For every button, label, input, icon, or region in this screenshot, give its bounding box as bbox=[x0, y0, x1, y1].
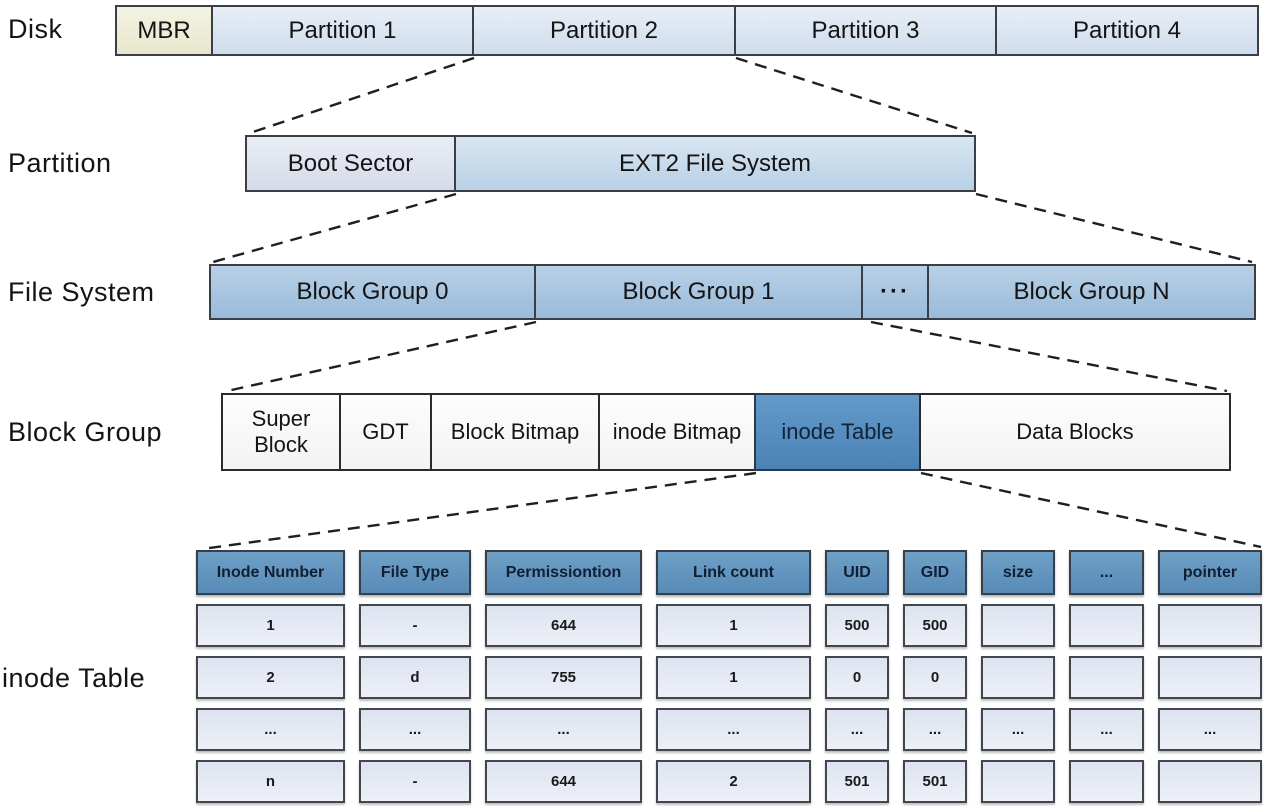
inode-table-cell bbox=[981, 760, 1055, 803]
dashed-line bbox=[249, 56, 475, 135]
inode-table-cell: 2 bbox=[196, 656, 345, 699]
inode-table-cell: 1 bbox=[656, 604, 811, 647]
inode-table-cell bbox=[1069, 760, 1144, 803]
inode-table-cell: 2 bbox=[656, 760, 811, 803]
inode-table-cell: 501 bbox=[825, 760, 889, 803]
inode-table-cell: 755 bbox=[485, 656, 642, 699]
dashed-line bbox=[735, 56, 973, 135]
inode-column-header: pointer bbox=[1158, 550, 1262, 595]
inode-table-cell: 501 bbox=[903, 760, 967, 803]
cell-block-group-0: Block Group 0 bbox=[209, 264, 536, 320]
inode-table-cell: 0 bbox=[825, 656, 889, 699]
inode-table-cell: ... bbox=[825, 708, 889, 751]
cell-partition-4: Partition 4 bbox=[995, 5, 1259, 56]
inode-table-cell: ... bbox=[656, 708, 811, 751]
inode-table-cell: ... bbox=[981, 708, 1055, 751]
dashed-line bbox=[920, 471, 1262, 549]
dashed-line bbox=[975, 192, 1253, 264]
cell-inode-table: inode Table bbox=[754, 393, 921, 471]
file-system-row-label: File System bbox=[8, 277, 155, 307]
dashed-line bbox=[870, 320, 1228, 393]
inode-table-cell: ... bbox=[1158, 708, 1262, 751]
inode-column-header: Inode Number bbox=[196, 550, 345, 595]
cell-block-group-dots: ··· bbox=[861, 264, 929, 320]
inode-table-cell bbox=[1069, 656, 1144, 699]
cell-inode-bitmap: inode Bitmap bbox=[598, 393, 756, 471]
inode-table-cell bbox=[1158, 760, 1262, 803]
block-group-row-label: Block Group bbox=[8, 417, 163, 447]
inode-table-cell: 644 bbox=[485, 760, 642, 803]
inode-table-cell bbox=[1158, 604, 1262, 647]
cell-partition-3: Partition 3 bbox=[734, 5, 997, 56]
partition-row-label: Partition bbox=[8, 148, 112, 178]
inode-column-header: UID bbox=[825, 550, 889, 595]
inode-table-cell: n bbox=[196, 760, 345, 803]
cell-data-blocks: Data Blocks bbox=[919, 393, 1231, 471]
inode-table-cell bbox=[1158, 656, 1262, 699]
cell-ext2-file-system: EXT2 File System bbox=[454, 135, 976, 192]
cell-boot-sector: Boot Sector bbox=[245, 135, 456, 192]
inode-table-cell: ... bbox=[359, 708, 471, 751]
cell-partition-1: Partition 1 bbox=[211, 5, 474, 56]
cell-super-block: Super Block bbox=[221, 393, 341, 471]
cell-partition-2: Partition 2 bbox=[472, 5, 736, 56]
inode-table-cell: 644 bbox=[485, 604, 642, 647]
inode-table-cell: - bbox=[359, 604, 471, 647]
inode-table-cell bbox=[981, 656, 1055, 699]
inode-column-header: Permissiontion bbox=[485, 550, 642, 595]
block-group-band: Super Block GDT Block Bitmap inode Bitma… bbox=[221, 393, 1231, 471]
inode-table-cell: ... bbox=[903, 708, 967, 751]
cell-gdt: GDT bbox=[339, 393, 432, 471]
inode-column-header: GID bbox=[903, 550, 967, 595]
disk-row-label: Disk bbox=[8, 14, 63, 44]
inode-table-cell: - bbox=[359, 760, 471, 803]
cell-block-group-n: Block Group N bbox=[927, 264, 1256, 320]
file-system-band: Block Group 0 Block Group 1 ··· Block Gr… bbox=[209, 264, 1256, 320]
inode-column-header: Link count bbox=[656, 550, 811, 595]
inode-column-header: ... bbox=[1069, 550, 1144, 595]
inode-table-cell: 1 bbox=[656, 656, 811, 699]
dashed-line bbox=[212, 192, 457, 264]
inode-table-cell bbox=[1069, 604, 1144, 647]
inode-table-cell: 1 bbox=[196, 604, 345, 647]
cell-block-bitmap: Block Bitmap bbox=[430, 393, 600, 471]
dashed-line bbox=[226, 320, 537, 393]
inode-table-cell: 0 bbox=[903, 656, 967, 699]
inode-column-header: File Type bbox=[359, 550, 471, 595]
inode-table-cell: d bbox=[359, 656, 471, 699]
inode-grid: Inode Number File Type Permissiontion Link … bbox=[196, 550, 1262, 803]
inode-table-cell: ... bbox=[1069, 708, 1144, 751]
disk-band: MBR Partition 1 Partition 2 Partition 3 … bbox=[115, 5, 1259, 56]
inode-column-header: size bbox=[981, 550, 1055, 595]
partition-band: Boot Sector EXT2 File System bbox=[245, 135, 976, 192]
dashed-line bbox=[201, 471, 757, 551]
inode-table-row-label: inode Table bbox=[2, 663, 146, 693]
inode-table-cell: ... bbox=[485, 708, 642, 751]
cell-mbr: MBR bbox=[115, 5, 213, 56]
inode-table-cell bbox=[981, 604, 1055, 647]
inode-table-cell: 500 bbox=[903, 604, 967, 647]
inode-table-cell: 500 bbox=[825, 604, 889, 647]
cell-block-group-1: Block Group 1 bbox=[534, 264, 863, 320]
inode-table-cell: ... bbox=[196, 708, 345, 751]
